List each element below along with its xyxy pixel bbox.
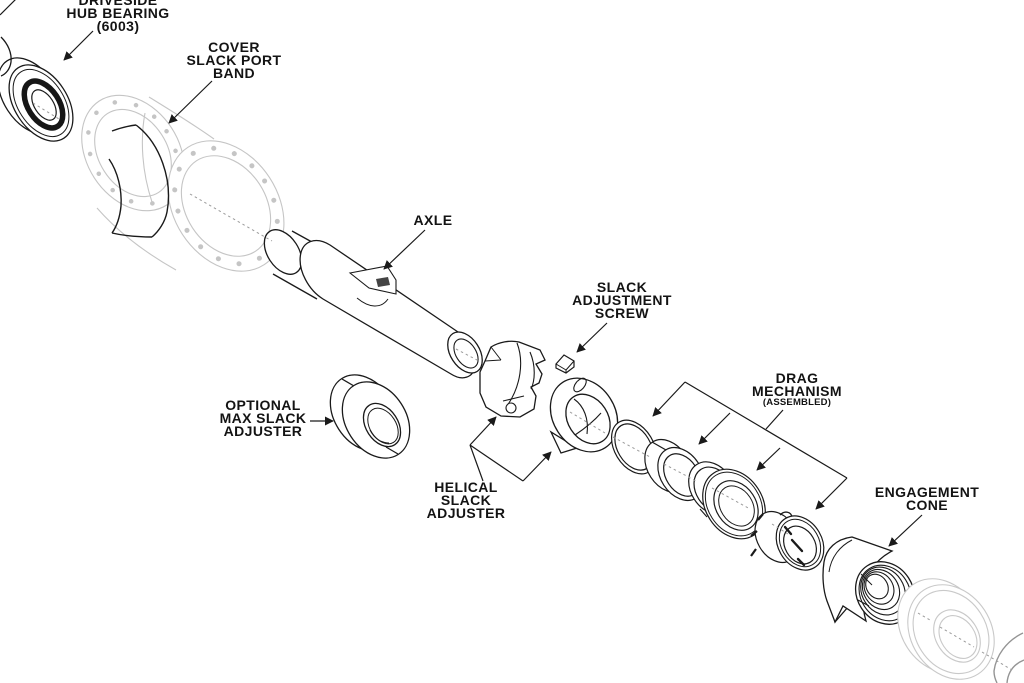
drag-cage-drawing xyxy=(750,510,825,571)
left-edge-part-fragment xyxy=(0,0,16,77)
leader-cover-slack-port-band xyxy=(168,80,213,124)
hub-shell-drawing xyxy=(81,94,285,272)
helical-slack-adjuster-front-drawing xyxy=(479,340,546,418)
axle-drawing xyxy=(263,229,483,379)
label-driveside-hub-bearing: DRIVESIDE HUB BEARING (6003) xyxy=(66,0,170,34)
label-optional-max-slack-adjuster: OPTIONAL MAX SLACK ADJUSTER xyxy=(219,397,307,439)
engagement-cone-drawing xyxy=(822,536,916,625)
centerline xyxy=(32,102,1013,671)
label-helical-slack-adjuster: HELICAL SLACK ADJUSTER xyxy=(426,479,506,521)
label-cover-slack-port-band: COVER SLACK PORT BAND xyxy=(186,39,282,81)
helical-slack-adjuster-rear-drawing xyxy=(549,377,619,454)
leader-slack-adjustment-screw xyxy=(576,322,608,353)
label-axle: AXLE xyxy=(413,212,453,228)
leader-engagement-cone xyxy=(888,514,923,547)
leader-helical-slack-adjuster xyxy=(469,416,552,482)
optional-max-slack-adjuster-drawing xyxy=(329,374,411,459)
label-engagement-cone: ENGAGEMENT CONE xyxy=(874,484,980,513)
leader-driveside-hub-bearing xyxy=(63,30,94,61)
label-slack-adjustment-screw: SLACK ADJUSTMENT SCREW xyxy=(572,279,672,321)
leader-drag-mechanism xyxy=(652,381,848,510)
cover-slack-port-band-drawing xyxy=(108,124,170,238)
driveside-hub-bearing-drawing xyxy=(0,57,74,142)
leader-axle xyxy=(383,229,426,270)
corner-part-fragment xyxy=(993,632,1024,683)
ghost-bearing-drawing xyxy=(897,578,995,680)
slack-adjustment-screw-drawing xyxy=(555,354,575,374)
label-drag-mechanism: DRAG MECHANISM (ASSEMBLED) xyxy=(752,370,842,408)
